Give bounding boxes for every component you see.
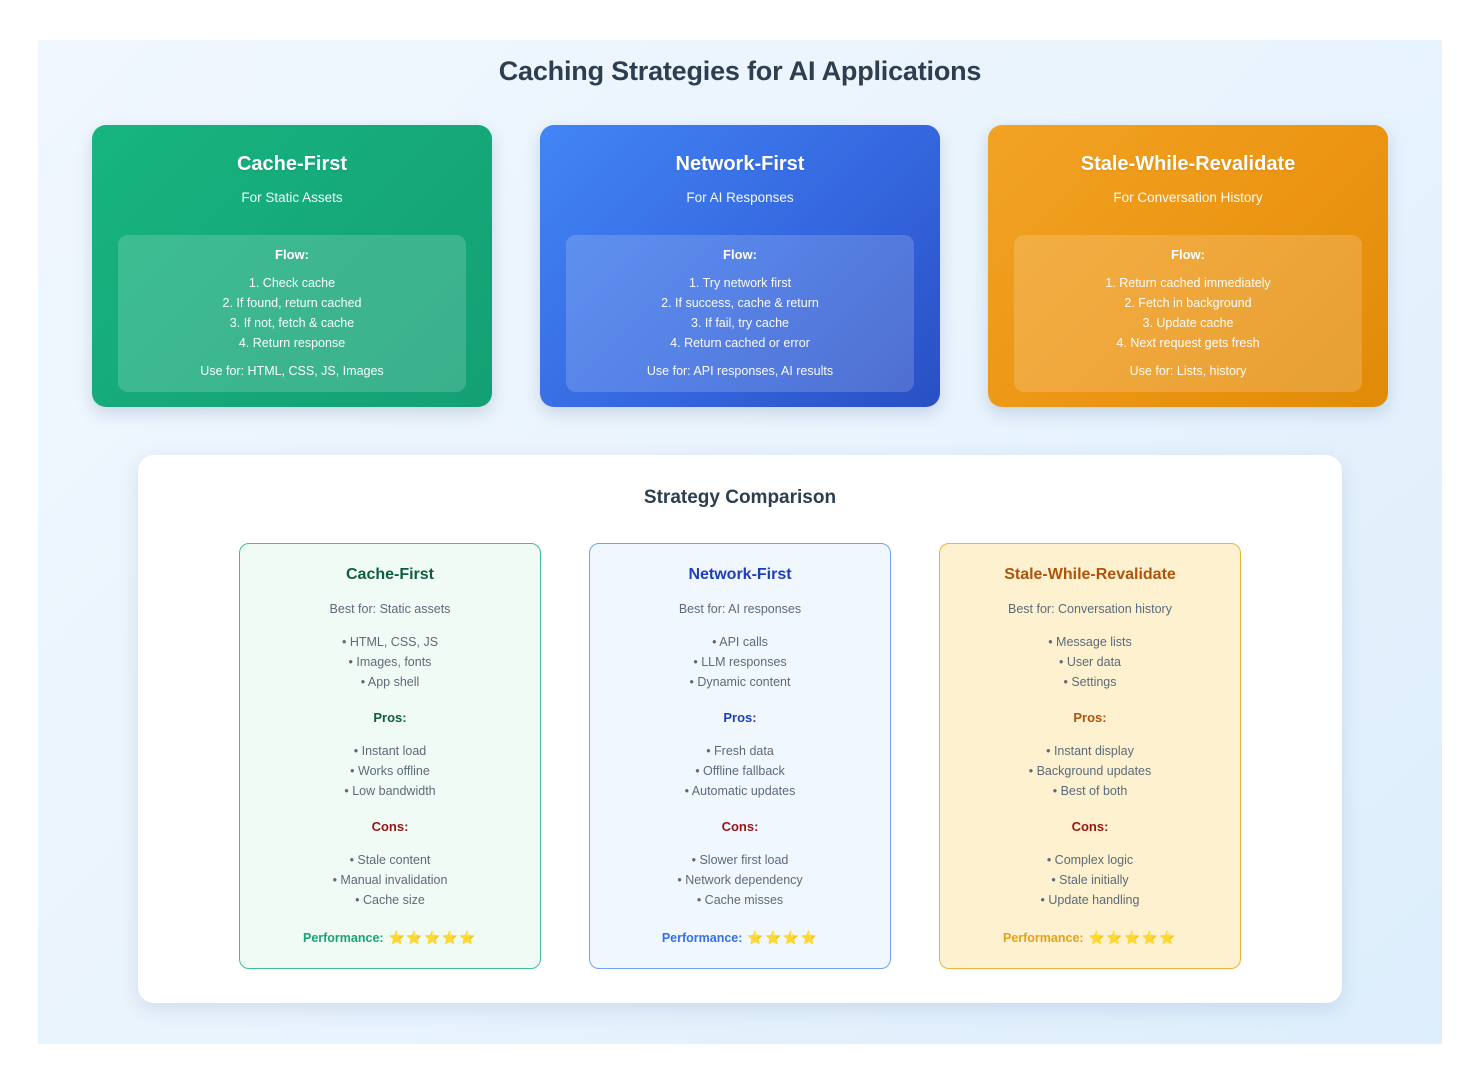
list-item: • Cache size [355,893,425,907]
comparison-card-title: Stale-While-Revalidate [1004,566,1176,583]
list-item: • LLM responses [693,655,787,669]
strategy-card-network-first[interactable]: Network-First For AI Responses Flow: 1. … [540,125,940,407]
flow-use-for: Use for: API responses, AI results [646,364,834,378]
flow-label: Flow: [275,247,309,262]
flow-step: 2. If success, cache & return [661,296,819,310]
flow-step: 1. Try network first [688,276,792,290]
list-item: • Images, fonts [348,655,432,669]
flow-step: 1. Return cached immediately [1105,276,1271,290]
list-item: • HTML, CSS, JS [341,635,439,649]
list-item: • Best of both [1052,784,1128,798]
flow-step: 3. If fail, try cache [691,316,789,330]
flow-box: Flow: 1. Return cached immediately 2. Fe… [1014,235,1362,392]
performance-rating: Performance: ⭐⭐⭐⭐⭐ [954,930,1226,946]
flow-box: Flow: 1. Try network first 2. If success… [566,235,914,392]
page-title: Caching Strategies for AI Applications [498,56,982,86]
page-root: Caching Strategies for AI Applications C… [38,40,1442,1044]
comparison-best-for: Best for: Conversation history [1008,602,1172,616]
strategy-card-title: Stale-While-Revalidate [1080,153,1296,175]
comparison-best-for: Best for: AI responses [678,602,802,616]
strategy-card-cache-first[interactable]: Cache-First For Static Assets Flow: 1. C… [92,125,492,407]
list-item: • Low bandwidth [344,784,436,798]
performance-label: Performance: [1002,931,1084,945]
list-item: • Network dependency [677,873,803,887]
strategy-card-stale-while-revalidate[interactable]: Stale-While-Revalidate For Conversation … [988,125,1388,407]
list-item: • App shell [360,675,420,689]
flow-step: 4. Return response [238,336,346,350]
comparison-card-cache-first[interactable]: Cache-First Best for: Static assets • HT… [239,543,541,969]
list-item: • Offline fallback [695,764,785,778]
list-item: • Slower first load [691,853,789,867]
list-item: • Settings [1063,675,1117,689]
comparison-card-network-first[interactable]: Network-First Best for: AI responses • A… [589,543,891,969]
list-item: • Stale initially [1051,873,1129,887]
star-rating-icons: ⭐⭐⭐⭐⭐ [388,930,478,945]
strategy-card-title: Network-First [675,153,805,175]
flow-step: 4. Next request gets fresh [1116,336,1260,350]
strategy-card-subtitle: For Static Assets [241,190,343,205]
flow-use-for: Use for: Lists, history [1129,364,1247,378]
pros-label: Pros: [723,710,757,725]
star-rating-icons: ⭐⭐⭐⭐ [747,930,819,945]
list-item: • Fresh data [706,744,774,758]
comparison-card-title: Network-First [688,566,792,583]
comparison-heading: Strategy Comparison [643,487,837,508]
strategy-card-subtitle: For Conversation History [1113,190,1263,205]
flow-use-for: Use for: HTML, CSS, JS, Images [200,364,384,378]
cons-label: Cons: [721,819,759,834]
strategy-card-title: Cache-First [236,153,348,175]
list-item: • Automatic updates [684,784,796,798]
comparison-cons-list: • Slower first load • Network dependency… [604,850,876,910]
list-item: • Works offline [350,764,430,778]
flow-step: 1. Check cache [248,276,336,290]
cons-label: Cons: [1071,819,1109,834]
flow-box: Flow: 1. Check cache 2. If found, return… [118,235,466,392]
performance-label: Performance: [661,931,743,945]
comparison-uses-list: • Message lists • User data • Settings [954,632,1226,692]
comparison-cards-row: Cache-First Best for: Static assets • HT… [138,543,1342,969]
cons-label: Cons: [371,819,409,834]
flow-step: 2. Fetch in background [1124,296,1252,310]
strategy-comparison-panel: Strategy Comparison Cache-First Best for… [138,455,1342,1003]
pros-label: Pros: [1073,710,1107,725]
strategy-card-subtitle: For AI Responses [686,190,794,205]
comparison-card-title: Cache-First [345,566,435,583]
strategy-cards-row: Cache-First For Static Assets Flow: 1. C… [38,125,1442,407]
list-item: • Stale content [349,853,431,867]
flow-step: 4. Return cached or error [670,336,810,350]
performance-label: Performance: [302,931,384,945]
list-item: • API calls [712,635,768,649]
list-item: • Cache misses [696,893,784,907]
comparison-card-stale-while-revalidate[interactable]: Stale-While-Revalidate Best for: Convers… [939,543,1241,969]
flow-label: Flow: [723,247,757,262]
performance-rating: Performance: ⭐⭐⭐⭐⭐ [254,930,526,946]
comparison-uses-list: • API calls • LLM responses • Dynamic co… [604,632,876,692]
flow-step: 3. If not, fetch & cache [229,316,355,330]
list-item: • User data [1058,655,1122,669]
comparison-best-for: Best for: Static assets [329,602,451,616]
flow-label: Flow: [1171,247,1205,262]
comparison-uses-list: • HTML, CSS, JS • Images, fonts • App sh… [254,632,526,692]
comparison-pros-list: • Fresh data • Offline fallback • Automa… [604,741,876,801]
list-item: • Message lists [1048,635,1132,649]
list-item: • Background updates [1028,764,1152,778]
flow-step: 2. If found, return cached [222,296,362,310]
list-item: • Manual invalidation [332,873,448,887]
pros-label: Pros: [373,710,407,725]
performance-rating: Performance: ⭐⭐⭐⭐ [604,930,876,946]
list-item: • Dynamic content [689,675,791,689]
list-item: • Complex logic [1046,853,1134,867]
comparison-pros-list: • Instant load • Works offline • Low ban… [254,741,526,801]
comparison-cons-list: • Stale content • Manual invalidation • … [254,850,526,910]
list-item: • Instant load [353,744,427,758]
comparison-cons-list: • Complex logic • Stale initially • Upda… [954,850,1226,910]
comparison-pros-list: • Instant display • Background updates •… [954,741,1226,801]
list-item: • Update handling [1040,893,1140,907]
list-item: • Instant display [1046,744,1134,758]
star-rating-icons: ⭐⭐⭐⭐⭐ [1088,930,1178,945]
flow-step: 3. Update cache [1142,316,1234,330]
